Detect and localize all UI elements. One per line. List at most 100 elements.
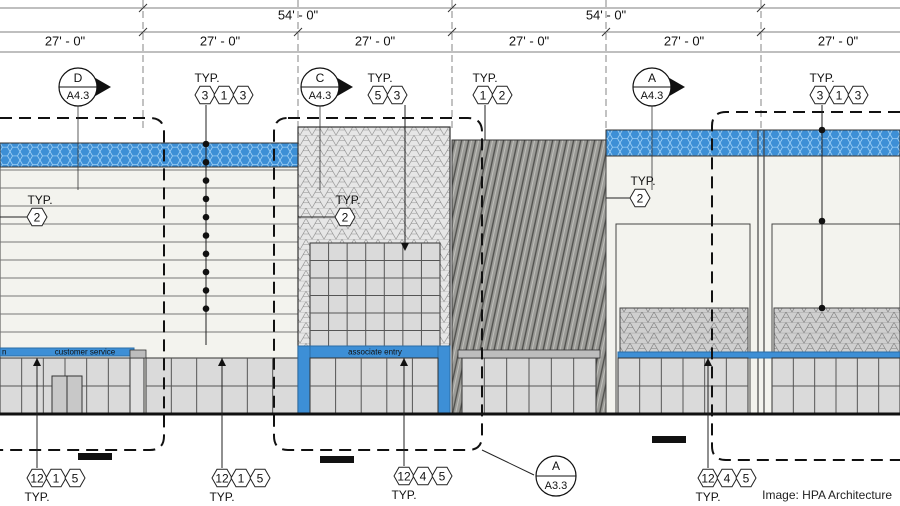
canopy-edge [129, 349, 147, 359]
match-mark [320, 456, 354, 463]
keynote-tag: 2 [334, 207, 356, 227]
detail-callout: A A3.3 [481, 449, 577, 497]
keynote-hexagon [393, 466, 415, 486]
keynote-number: 1 [53, 472, 60, 486]
keynote-number: 3 [202, 89, 209, 103]
dimension-tick [293, 27, 303, 37]
typ-label: TYP. [367, 71, 392, 85]
keynote-number: 2 [342, 211, 349, 225]
canopy-edge [457, 349, 601, 359]
overall-dimension-label: 54' - 0" [278, 8, 319, 23]
enlarged-plan-boundary [711, 111, 900, 461]
keynote-number: 3 [240, 89, 247, 103]
dimension-tick [447, 27, 457, 37]
blue-accent-band [617, 351, 900, 359]
bay-dimension-label: 27' - 0" [509, 34, 550, 49]
match-mark [652, 436, 686, 443]
detail-letter: A [552, 459, 560, 473]
section-marker: C A4.3 [300, 67, 353, 190]
section-sheet: A4.3 [641, 90, 664, 102]
keynote-hexagon [847, 85, 869, 105]
keynote-number: 2 [499, 89, 506, 103]
keynote-number: 12 [215, 472, 229, 486]
keynote-hexagon [211, 468, 233, 488]
enlarged-plan-boundary [273, 117, 483, 451]
dimension-tick [447, 3, 457, 13]
screen-panel [619, 307, 749, 353]
section-letter: C [316, 71, 325, 85]
sign-text-partial: n [2, 348, 6, 357]
leader-dot [202, 250, 210, 258]
typ-label: TYP. [391, 488, 416, 502]
screen-panel [773, 307, 900, 353]
leader-dot [202, 268, 210, 276]
keynote-hexagon [412, 466, 434, 486]
keynote-number: 5 [257, 472, 264, 486]
leader-dot [818, 217, 826, 225]
keynote-hexagon [232, 85, 254, 105]
section-letter: A [648, 71, 656, 85]
keynote-number: 1 [238, 472, 245, 486]
leader-dot [202, 305, 210, 313]
keynote-number: 3 [394, 89, 401, 103]
keynote-number: 5 [72, 472, 79, 486]
keynote-number: 1 [480, 89, 487, 103]
typ-label: TYP. [209, 490, 234, 504]
bay-dimension-label: 27' - 0" [45, 34, 86, 49]
leader-dot [818, 126, 826, 134]
leader-dot [818, 304, 826, 312]
leader-dot [202, 195, 210, 203]
typ-label: TYP. [630, 174, 655, 188]
typ-label: TYP. [809, 71, 834, 85]
dimension-tick [138, 27, 148, 37]
canopy-pier-right [437, 345, 451, 415]
leader-arrow [33, 358, 41, 366]
section-marker: DA4.3 [58, 67, 111, 190]
keynote-hexagon [194, 85, 216, 105]
leader-arrow [401, 243, 409, 251]
keynote-tag: 2 [26, 207, 48, 227]
leader-arrow [400, 358, 408, 366]
keynote-number: 4 [724, 472, 731, 486]
detail-sheet: A3.3 [545, 480, 568, 492]
keynote-number: 4 [420, 470, 427, 484]
keynote-number: 3 [855, 89, 862, 103]
overall-dimension-label: 54' - 0" [586, 8, 627, 23]
keynote-hexagon [249, 468, 271, 488]
dimension-tick [756, 3, 766, 13]
keynote-number: 5 [439, 470, 446, 484]
blue-metal-band-right [605, 129, 900, 157]
keynote-hexagon [716, 468, 738, 488]
sign-text-associate-entry: associate entry [348, 348, 402, 357]
pier [129, 357, 145, 415]
keynote-tag: 2 [629, 188, 651, 208]
typ-label: TYP. [27, 193, 52, 207]
keynote-number: 2 [637, 192, 644, 206]
enlarged-plan-boundary [0, 117, 165, 451]
tower-curtain-wall [309, 242, 441, 349]
bay-dimension-label: 27' - 0" [200, 34, 241, 49]
keynote-hexagon [213, 85, 235, 105]
leader-dot [202, 159, 210, 166]
section-sheet: A4.3 [309, 90, 332, 102]
keynote-hexagon [26, 468, 48, 488]
leader-line [481, 449, 535, 476]
typ-label: TYP. [695, 490, 720, 504]
typ-label: TYP. [335, 193, 360, 207]
keynote-hexagon [367, 85, 389, 105]
section-marker: A A4.3 [632, 67, 685, 190]
leader-dot [202, 213, 210, 221]
keynote-hexagon [64, 468, 86, 488]
bay-dimension-label: 27' - 0" [664, 34, 705, 49]
keynote-hexagon [697, 468, 719, 488]
keynote-hexagon [735, 468, 757, 488]
keynote-hexagon [45, 468, 67, 488]
typ-label: TYP. [24, 490, 49, 504]
